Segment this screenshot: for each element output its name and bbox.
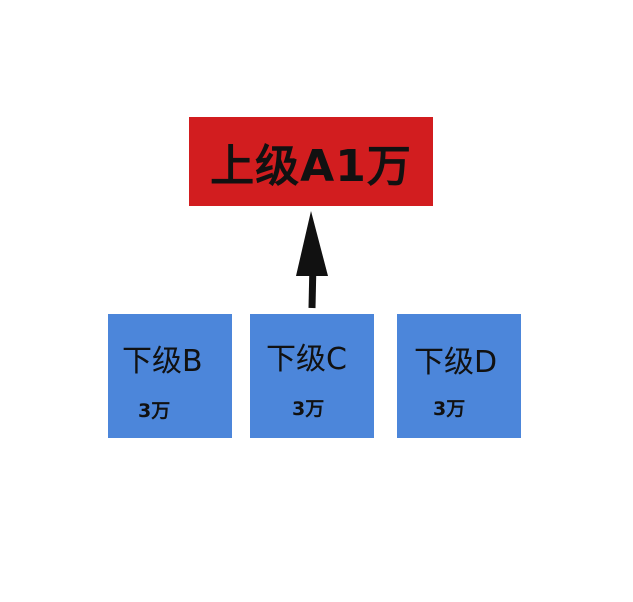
child-node-label: 下级D xyxy=(414,345,498,380)
child-node-amount: 3万 xyxy=(292,398,325,420)
child-node-b: 下级B 3万 xyxy=(108,314,232,438)
arrow-head xyxy=(296,211,328,276)
child-node-amount: 3万 xyxy=(433,398,466,420)
child-node-amount: 3万 xyxy=(138,400,171,422)
child-node-label: 下级C xyxy=(266,342,347,377)
child-node-d: 下级D 3万 xyxy=(397,314,521,438)
child-node-c: 下级C 3万 xyxy=(250,314,374,438)
child-node-label: 下级B xyxy=(122,344,203,379)
parent-node-a: 上级A1万 xyxy=(189,117,433,206)
